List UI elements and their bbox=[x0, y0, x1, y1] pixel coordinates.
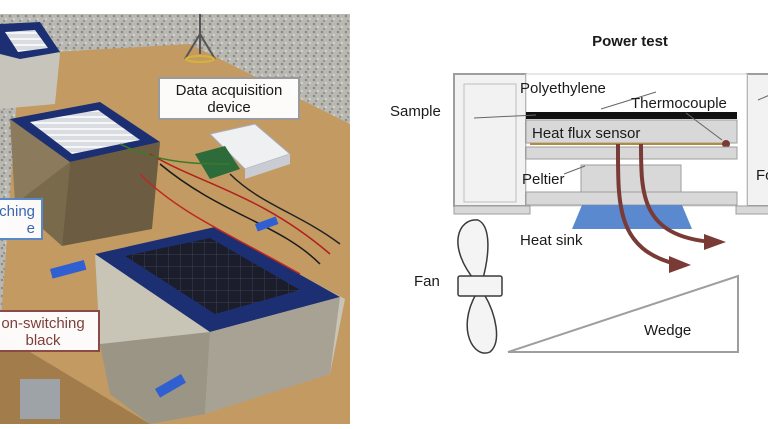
label-wedge: Wedge bbox=[644, 322, 691, 339]
label-fan: Fan bbox=[414, 273, 440, 290]
data-acquisition-callout: Data acquisition device bbox=[158, 77, 300, 120]
floor-plate-left bbox=[453, 205, 531, 215]
heat-flow-arrows bbox=[615, 143, 713, 266]
heat-arrow-head-2 bbox=[704, 234, 726, 250]
diagram-title: Power test bbox=[592, 33, 668, 50]
box-top-left bbox=[0, 22, 60, 109]
label-thermocouple: Thermocouple bbox=[631, 95, 727, 112]
small-enclosure bbox=[20, 379, 60, 419]
label-foam: Fo bbox=[756, 167, 768, 184]
peltier-base-plate bbox=[525, 191, 738, 206]
foam-right bbox=[746, 73, 768, 207]
peltier-leader bbox=[563, 165, 586, 175]
tripod bbox=[184, 14, 216, 63]
non-switching-callout: on-switching black bbox=[0, 310, 100, 352]
outdoor-test-scene bbox=[0, 14, 350, 424]
peltier-module bbox=[580, 164, 682, 193]
blue-tape bbox=[50, 216, 279, 398]
label-polyethylene: Polyethylene bbox=[520, 80, 606, 97]
data-logger-device bbox=[195, 123, 291, 179]
heat-sink bbox=[572, 205, 692, 229]
fan bbox=[457, 219, 503, 354]
polyethylene-leader bbox=[600, 91, 657, 110]
floor-plate-right bbox=[735, 205, 768, 215]
box-non-switching bbox=[95, 227, 345, 424]
experiment-photo: Data acquisition device ching e on-switc… bbox=[0, 14, 350, 424]
thermocouple-leader bbox=[685, 112, 723, 141]
switching-callout: ching e bbox=[0, 198, 43, 240]
thermocouple-tip bbox=[722, 140, 730, 148]
wedge bbox=[507, 274, 739, 353]
sensor-wires bbox=[119, 143, 341, 275]
label-peltier: Peltier bbox=[522, 171, 565, 188]
label-heat-flux-sensor: Heat flux sensor bbox=[532, 125, 640, 142]
power-test-diagram: Power test bbox=[386, 14, 768, 429]
foam-left bbox=[453, 73, 527, 207]
sensor-base-plate bbox=[525, 146, 738, 160]
sample-layer bbox=[526, 112, 737, 119]
sample-leader bbox=[473, 114, 537, 119]
label-sample: Sample bbox=[390, 103, 441, 120]
foam-leader bbox=[757, 95, 768, 101]
label-heat-sink: Heat sink bbox=[520, 232, 583, 249]
heat-arrow-head-1 bbox=[669, 256, 691, 273]
